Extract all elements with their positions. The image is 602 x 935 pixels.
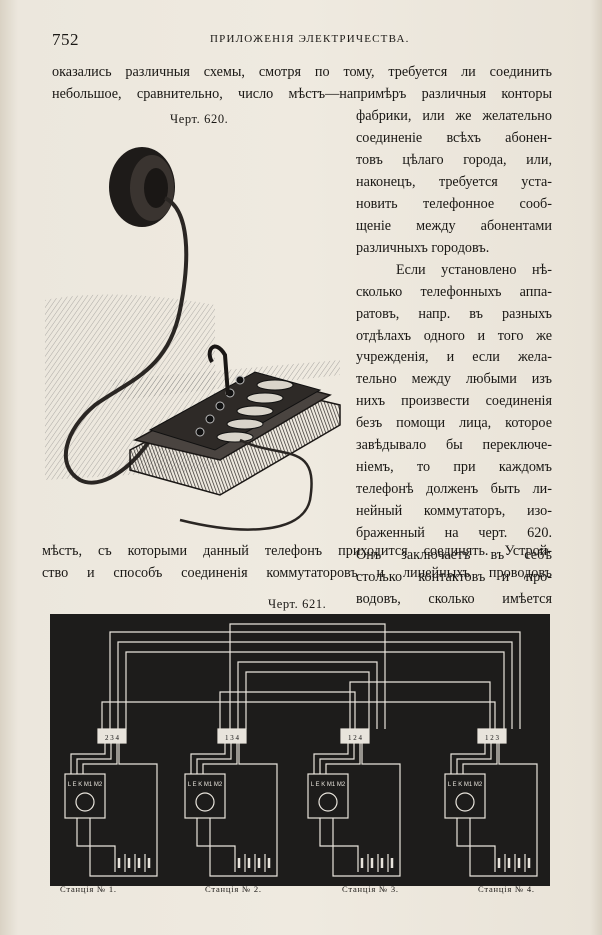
bus-wires bbox=[101, 623, 521, 729]
running-title: ПРИЛОЖЕНІЯ ЭЛЕКТРИЧЕСТВА. bbox=[210, 33, 410, 45]
text-line: учрежденія, и если жела- bbox=[356, 349, 552, 366]
text-line: браженный на черт. 620. bbox=[356, 525, 552, 542]
text-line: нейный коммутаторъ, изо- bbox=[356, 503, 552, 520]
text-line: водовъ, сколько имѣется bbox=[356, 590, 552, 607]
text-line: нихъ произвести соединенія bbox=[356, 393, 552, 410]
text-line: различныхъ городовъ. bbox=[356, 239, 490, 256]
text-line: Если установлено нѣ- bbox=[396, 261, 552, 278]
text-line: тельно между любыми изъ bbox=[356, 371, 552, 388]
switch-label: 2 3 4 bbox=[105, 734, 120, 742]
text-line: щеніе между абонентами bbox=[356, 217, 552, 234]
bell-icon bbox=[195, 792, 215, 812]
text-line: небольшое, сравнительно, число мѣстъ—нап… bbox=[52, 86, 552, 102]
text-line: сколько телефонныхъ аппа- bbox=[356, 283, 552, 300]
text-line: телефонѣ долженъ быть ли- bbox=[356, 481, 552, 498]
bell-icon bbox=[455, 792, 475, 812]
apparatus-box bbox=[307, 773, 349, 819]
station-unit: 1 2 4 L E K M1 M2 bbox=[307, 728, 401, 877]
apparatus-label: L E K M1 M2 bbox=[311, 782, 346, 788]
text-line: соединеніе всѣхъ абонен- bbox=[356, 129, 552, 146]
text-line: завѣдывало бы переключе- bbox=[356, 437, 552, 454]
station-labels: Станція № 1. Станція № 2. Станція № 3. С… bbox=[50, 884, 550, 900]
text-line: товъ цѣлаго города, или, bbox=[356, 151, 552, 168]
fig621-caption: Черт. 621. bbox=[268, 597, 327, 611]
text-line: оказались различныя схемы, смотря по том… bbox=[52, 64, 552, 80]
running-head: 752 ПРИЛОЖЕНІЯ ЭЛЕКТРИЧЕСТВА. bbox=[0, 30, 602, 50]
text-line: столько контактовъ и про- bbox=[356, 568, 552, 585]
switch-block bbox=[97, 728, 127, 744]
fig620-engraving bbox=[45, 147, 341, 531]
apparatus-box bbox=[184, 773, 226, 819]
station-label: Станція № 4. bbox=[478, 884, 535, 894]
fig621-wiring-diagram: 2 3 4 L E K M1 M2 1 3 4 L E K M1 M2 1 2 4 L E… bbox=[50, 614, 550, 886]
station-unit: 2 3 4 L E K M1 M2 bbox=[64, 728, 158, 877]
bell-icon bbox=[75, 792, 95, 812]
switch-label: 1 2 3 bbox=[485, 734, 500, 742]
station-label: Станція № 3. bbox=[342, 884, 399, 894]
commutator-icon bbox=[129, 344, 341, 531]
bell-icon bbox=[318, 792, 338, 812]
page-number: 752 bbox=[52, 30, 79, 49]
text-line: мѣстъ, съ которыми данный телефонъ прихо… bbox=[42, 543, 552, 559]
switch-block bbox=[340, 728, 370, 744]
text-line: Онъ заключаетъ въ себѣ bbox=[356, 547, 552, 563]
stations-group: 2 3 4 L E K M1 M2 1 3 4 L E K M1 M2 1 2 4 L E… bbox=[64, 728, 538, 877]
switch-label: 1 2 4 bbox=[348, 734, 363, 742]
apparatus-box bbox=[64, 773, 106, 819]
station-unit: 1 2 3 L E K M1 M2 bbox=[444, 728, 538, 877]
station-unit: 1 3 4 L E K M1 M2 bbox=[184, 728, 278, 877]
apparatus-label: L E K M1 M2 bbox=[68, 782, 103, 788]
switch-block bbox=[217, 728, 247, 744]
text-line: ратовъ, напр. въ разныхъ bbox=[356, 305, 552, 322]
apparatus-box bbox=[444, 773, 486, 819]
switch-block bbox=[477, 728, 507, 744]
text-line: ніемъ, то при каждомъ bbox=[356, 459, 552, 476]
fig620-caption: Черт. 620. bbox=[170, 112, 229, 126]
text-line: отдѣлахъ одного и того же bbox=[356, 327, 552, 344]
text-line: наконецъ, требуется уста- bbox=[356, 173, 552, 190]
receiver-cord bbox=[63, 196, 189, 485]
apparatus-label: L E K M1 M2 bbox=[448, 782, 483, 788]
station-label: Станція № 1. bbox=[60, 884, 117, 894]
text-line: ство и способъ соединенія коммутаторовъ … bbox=[42, 565, 552, 581]
apparatus-label: L E K M1 M2 bbox=[188, 782, 223, 788]
text-line: новить телефонное сооб- bbox=[356, 195, 552, 212]
text-line: фабрики, или же желательно bbox=[356, 108, 552, 124]
text-line: безъ помощи лица, которое bbox=[356, 415, 552, 432]
switch-label: 1 3 4 bbox=[225, 734, 240, 742]
station-label: Станція № 2. bbox=[205, 884, 262, 894]
